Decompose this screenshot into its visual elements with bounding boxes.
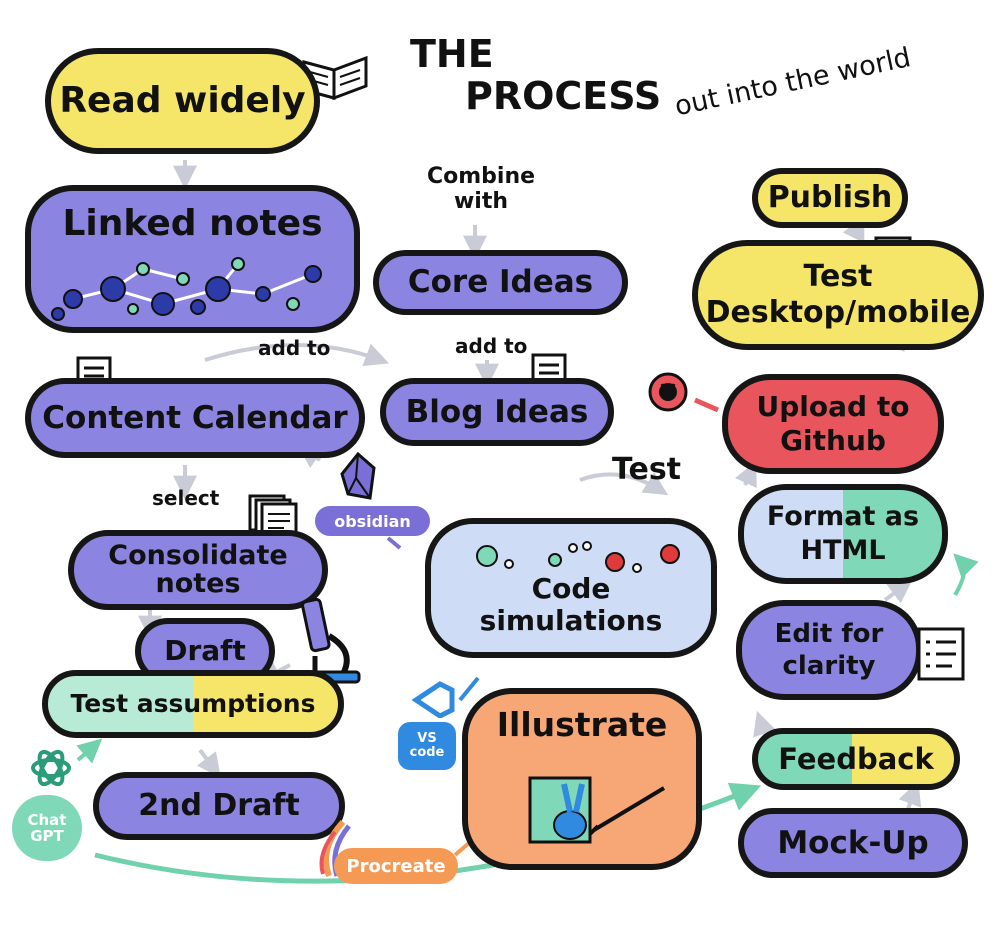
label-test: Test: [612, 452, 682, 487]
node-2nd-draft: 2nd Draft: [93, 772, 345, 840]
node-linked-notes-label: Linked notes: [62, 203, 323, 244]
node-read-widely: Read widely: [45, 48, 320, 154]
node-illustrate-label: Illustrate: [496, 705, 668, 744]
node-edit-clarity: Edit for clarity: [736, 600, 922, 700]
label-select: select: [152, 486, 220, 510]
title-line-2: PROCESS: [465, 73, 662, 118]
node-core-ideas-label: Core Ideas: [407, 264, 594, 301]
node-2nd-draft-label: 2nd Draft: [138, 788, 300, 824]
node-content-calendar-label: Content Calendar: [42, 399, 348, 436]
obsidian-badge: obsidian: [315, 506, 430, 536]
node-content-calendar: Content Calendar: [25, 378, 365, 458]
github-icon: [648, 372, 688, 412]
label-add-to-right: add to: [455, 334, 528, 358]
node-upload-github: Upload to Github: [722, 374, 944, 474]
node-consolidate-notes: Consolidate notes: [68, 530, 328, 610]
vscode-label: VS code: [409, 731, 445, 760]
title-line-1: THE: [410, 32, 494, 76]
node-blog-ideas: Blog Ideas: [380, 378, 614, 446]
page-title: THE PROCESS: [410, 32, 662, 118]
node-mock-up-label: Mock-Up: [777, 824, 929, 861]
label-add-to-left: add to: [258, 336, 331, 360]
obsidian-gem-icon: [340, 452, 376, 500]
node-code-simulations-label: Code simulations: [479, 571, 663, 637]
vscode-badge: VS code: [398, 722, 456, 770]
node-test-desktop-mobile-label: Test Desktop/mobile: [705, 259, 971, 330]
node-mock-up: Mock-Up: [738, 808, 968, 878]
node-publish: Publish: [752, 168, 908, 228]
node-test-assumptions-label: Test assumptions: [70, 688, 316, 718]
node-linked-notes: Linked notes: [25, 185, 360, 333]
checklist-icon: [917, 627, 965, 681]
node-draft-label: Draft: [164, 634, 246, 668]
simulation-dots-icon: [476, 541, 680, 573]
procreate-badge: Procreate: [334, 848, 458, 884]
obsidian-label: obsidian: [334, 511, 411, 531]
label-combine-with: Combine with: [426, 164, 536, 215]
node-edit-clarity-label: Edit for clarity: [774, 618, 884, 682]
procreate-label: Procreate: [346, 855, 446, 877]
vscode-logo-icon: [411, 681, 455, 718]
node-test-desktop-mobile: Test Desktop/mobile: [692, 240, 984, 350]
node-upload-github-label: Upload to Github: [756, 390, 910, 457]
note-graph-icon: [50, 256, 322, 321]
node-feedback-label: Feedback: [778, 741, 934, 776]
node-consolidate-notes-label: Consolidate notes: [108, 539, 288, 599]
rabbit-drawing-icon: [528, 776, 666, 844]
node-core-ideas: Core Ideas: [373, 250, 628, 315]
chatgpt-badge: Chat GPT: [12, 795, 82, 861]
node-test-assumptions: Test assumptions: [42, 670, 344, 738]
node-feedback: Feedback: [752, 728, 960, 790]
node-read-widely-label: Read widely: [59, 80, 306, 122]
node-format-html: Format as HTML: [738, 484, 948, 584]
chatgpt-logo-icon: [31, 749, 71, 787]
node-publish-label: Publish: [767, 180, 893, 216]
node-code-simulations: Code simulations: [425, 518, 717, 658]
node-format-html-label: Format as HTML: [766, 501, 920, 566]
node-blog-ideas-label: Blog Ideas: [405, 393, 589, 430]
chatgpt-label: Chat GPT: [27, 810, 67, 845]
